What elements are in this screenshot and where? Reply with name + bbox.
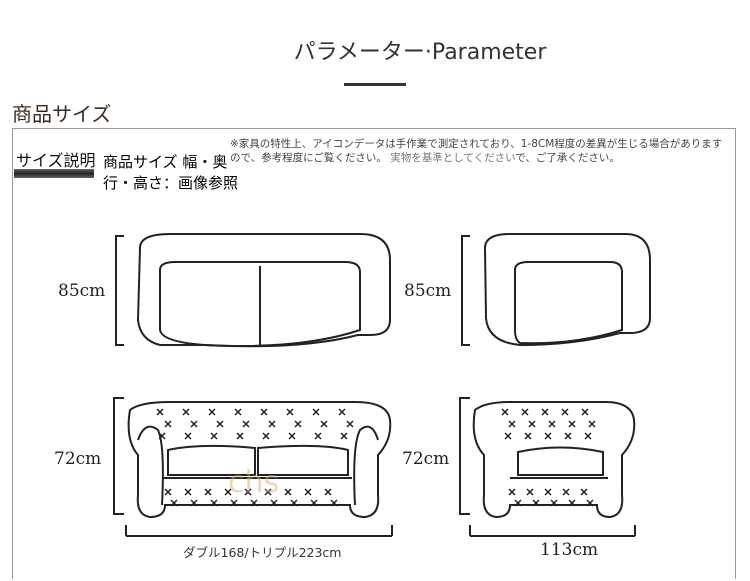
tuft-mark (544, 432, 552, 440)
tuft-mark (508, 488, 516, 496)
tuft-mark (504, 432, 512, 440)
tuft-mark (568, 499, 576, 507)
tuft-mark (514, 499, 522, 507)
tuft-mark (508, 420, 516, 428)
tuft-mark (314, 432, 322, 440)
tuft-mark (340, 432, 348, 440)
sofa-front-view-small (459, 397, 636, 537)
tuft-mark (190, 499, 198, 507)
tuft-mark (234, 408, 242, 416)
tufting-marks (156, 408, 596, 507)
tuft-mark (284, 488, 292, 496)
tuft-mark (170, 499, 178, 507)
tuft-mark (224, 488, 232, 496)
tuft-mark (304, 488, 312, 496)
tuft-mark (230, 499, 238, 507)
tuft-mark (312, 408, 320, 416)
tuft-mark (584, 432, 592, 440)
tuft-mark (288, 432, 296, 440)
tuft-mark (270, 499, 278, 507)
tuft-mark (586, 499, 594, 507)
tuft-mark (541, 408, 549, 416)
tuft-mark (501, 408, 509, 416)
tuft-mark (338, 408, 346, 416)
tuft-mark (260, 408, 268, 416)
size-label-bar (14, 169, 94, 178)
tuft-mark (562, 488, 570, 496)
tuft-mark (286, 408, 294, 416)
note-text: ※家具の特性上、アイコンデータは手作業で測定されており、1-8CM程度の差異が生… (230, 138, 723, 164)
tuft-mark (184, 488, 192, 496)
note-text-2: 実物を基準としてください (390, 152, 516, 164)
sofa-front-view-large (113, 397, 393, 537)
tuft-mark (210, 499, 218, 507)
tuft-mark (588, 420, 596, 428)
tuft-mark (532, 499, 540, 507)
tuft-mark (561, 408, 569, 416)
tuft-mark (244, 488, 252, 496)
tuft-mark (242, 420, 250, 428)
note-text-3: で、ご了承ください。 (515, 152, 620, 164)
tuft-mark (324, 488, 332, 496)
sofa-back-view-large (115, 233, 391, 348)
tuft-mark (250, 499, 258, 507)
tuft-mark (158, 432, 166, 440)
tuft-mark (204, 488, 212, 496)
tuft-mark (184, 432, 192, 440)
tuft-mark (580, 488, 588, 496)
dim-width-large: ダブル168/トリプル223cm (183, 545, 342, 560)
sofa-back-view-small (461, 233, 651, 347)
tuft-mark (264, 488, 272, 496)
tuft-mark (262, 432, 270, 440)
tuft-mark (526, 488, 534, 496)
section-heading: 商品サイズ (12, 102, 112, 126)
dim-back-height-large: 85cm (58, 281, 106, 301)
tuft-mark (290, 499, 298, 507)
tuft-mark (568, 420, 576, 428)
tuft-mark (236, 432, 244, 440)
tuft-mark (310, 499, 318, 507)
title-underline (344, 83, 406, 86)
tuft-mark (564, 432, 572, 440)
tuft-mark (268, 420, 276, 428)
tuft-mark (190, 420, 198, 428)
dim-width-small: 113cm (540, 540, 599, 560)
tuft-mark (524, 432, 532, 440)
tuft-mark (544, 488, 552, 496)
tuft-mark (164, 488, 172, 496)
tuft-mark (156, 408, 164, 416)
dim-front-height-small: 72cm (402, 449, 450, 469)
tuft-mark (294, 420, 302, 428)
tuft-mark (208, 408, 216, 416)
dim-front-height-large: 72cm (54, 449, 102, 469)
tuft-mark (521, 408, 529, 416)
product-size-text: 商品サイズ 幅・奥行・高さ：画像参照 (103, 153, 239, 192)
tuft-mark (210, 432, 218, 440)
tuft-mark (320, 420, 328, 428)
tuft-mark (548, 420, 556, 428)
tuft-mark (346, 420, 354, 428)
tuft-mark (182, 408, 190, 416)
size-panel (12, 128, 736, 579)
tuft-mark (581, 408, 589, 416)
tuft-mark (528, 420, 536, 428)
tuft-mark (164, 420, 172, 428)
page-title: パラメーター·Parameter (293, 40, 547, 65)
size-label: サイズ説明 (16, 151, 96, 170)
tuft-mark (330, 499, 338, 507)
measurement-note: ※家具の特性上、アイコンデータは手作業で測定されており、1-8CM程度の差異が生… (230, 137, 730, 165)
dim-back-height-small: 85cm (404, 281, 452, 301)
tuft-mark (550, 499, 558, 507)
watermark-logo: chs (228, 465, 279, 500)
tuft-mark (216, 420, 224, 428)
